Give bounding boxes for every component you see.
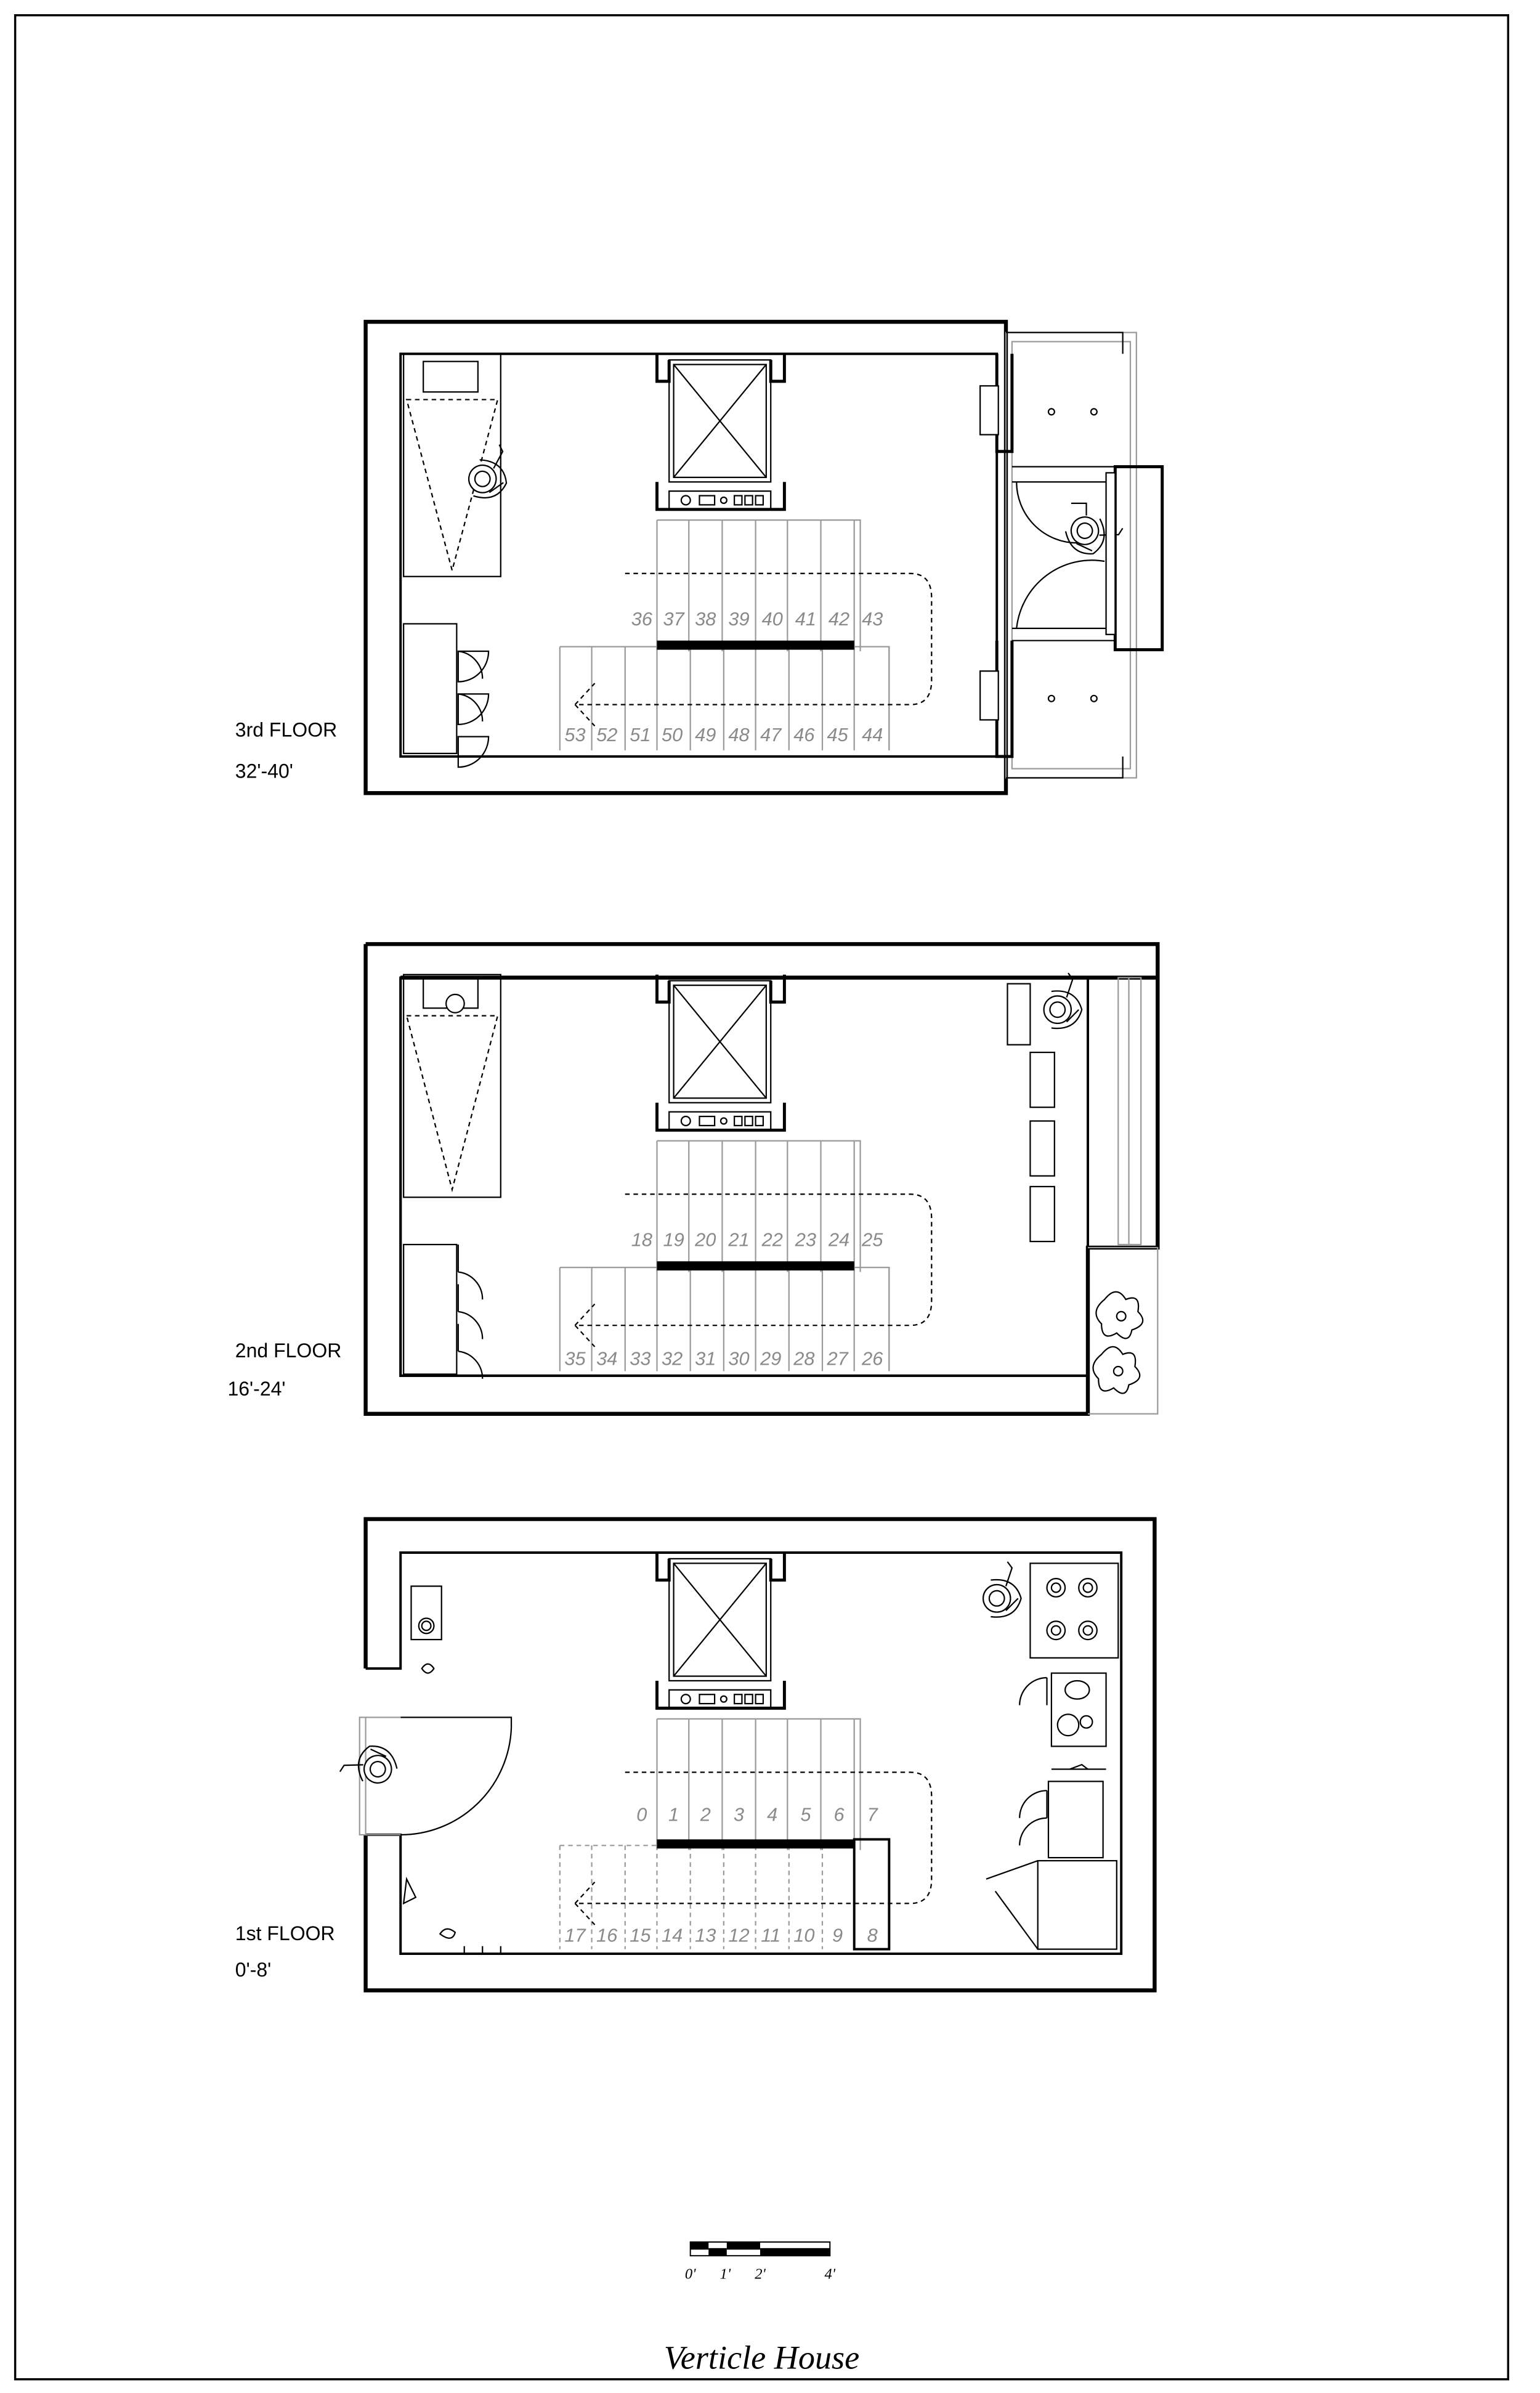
step-number: 19 [663,1229,684,1250]
step-number: 8 [867,1924,878,1946]
floor-1-label: 1st FLOOR [235,1922,335,1944]
step-number: 18 [631,1229,652,1250]
scale-label-3: 4' [825,2265,836,2282]
step-number: 45 [827,724,848,746]
step-number: 47 [760,724,782,746]
step-number: 49 [695,724,716,746]
step-number: 38 [695,608,716,630]
step-number: 40 [762,608,783,630]
step-number: 27 [826,1347,849,1369]
step-number: 35 [564,1347,586,1369]
step-number: 7 [867,1804,879,1826]
step-number: 16 [596,1924,618,1946]
step-number: 6 [834,1804,845,1826]
step-number: 32 [662,1347,683,1369]
step-number: 29 [760,1347,781,1369]
step-number: 22 [761,1229,783,1250]
step-number: 36 [631,608,653,630]
step-number: 20 [694,1229,716,1250]
floor-3-label: 3rd FLOOR [235,719,337,741]
sheet-border [14,14,1509,2381]
step-number: 41 [795,608,816,630]
step-number: 4 [767,1804,777,1826]
step-number: 48 [728,724,749,746]
step-number: 11 [761,1924,780,1946]
plan-3rd-floor [363,320,1164,795]
step-number: 3 [734,1804,744,1826]
step-number: 21 [727,1229,749,1250]
step-number: 1 [668,1804,679,1826]
step-number: 52 [596,724,617,746]
step-number: 37 [663,608,685,630]
step-number: 50 [662,724,683,746]
step-number: 25 [861,1229,883,1250]
step-number: 14 [662,1924,683,1946]
step-number: 5 [800,1804,811,1826]
step-number: 39 [728,608,749,630]
step-number: 30 [728,1347,749,1369]
step-number: 12 [728,1924,749,1946]
step-number: 28 [793,1347,814,1369]
floor-1-level: 0'-8' [235,1959,271,1981]
step-number: 2 [700,1804,711,1826]
scale-label-1: 1' [720,2265,731,2282]
step-number: 10 [793,1924,814,1946]
floor-3-level: 32'-40' [235,760,293,782]
step-number: 42 [829,608,849,630]
step-number: 43 [862,608,883,630]
plan-1st-floor [334,1517,1157,1993]
scale-label-2: 2' [755,2265,766,2282]
floor-2-label: 2nd FLOOR [235,1339,342,1362]
step-number: 24 [828,1229,849,1250]
step-number: 34 [596,1347,617,1369]
scale-bar: 0' 1' 2' 4' [685,2241,836,2282]
plan-2nd-floor [363,942,1160,1416]
scale-label-0: 0' [685,2265,696,2282]
step-number: 23 [795,1229,816,1250]
step-number: 17 [564,1924,586,1946]
step-number: 9 [832,1924,843,1946]
step-number: 51 [630,724,650,746]
floor-2-level: 16'-24' [227,1378,285,1400]
step-number: 13 [695,1924,716,1946]
step-number: 46 [793,724,815,746]
step-number: 33 [630,1347,650,1369]
drawing-title: Verticle House [664,2339,859,2376]
step-number: 31 [695,1347,716,1369]
step-number: 0 [636,1804,647,1826]
step-number: 53 [564,724,585,746]
step-number: 15 [630,1924,651,1946]
step-number: 44 [862,724,883,746]
step-number: 26 [861,1347,883,1369]
